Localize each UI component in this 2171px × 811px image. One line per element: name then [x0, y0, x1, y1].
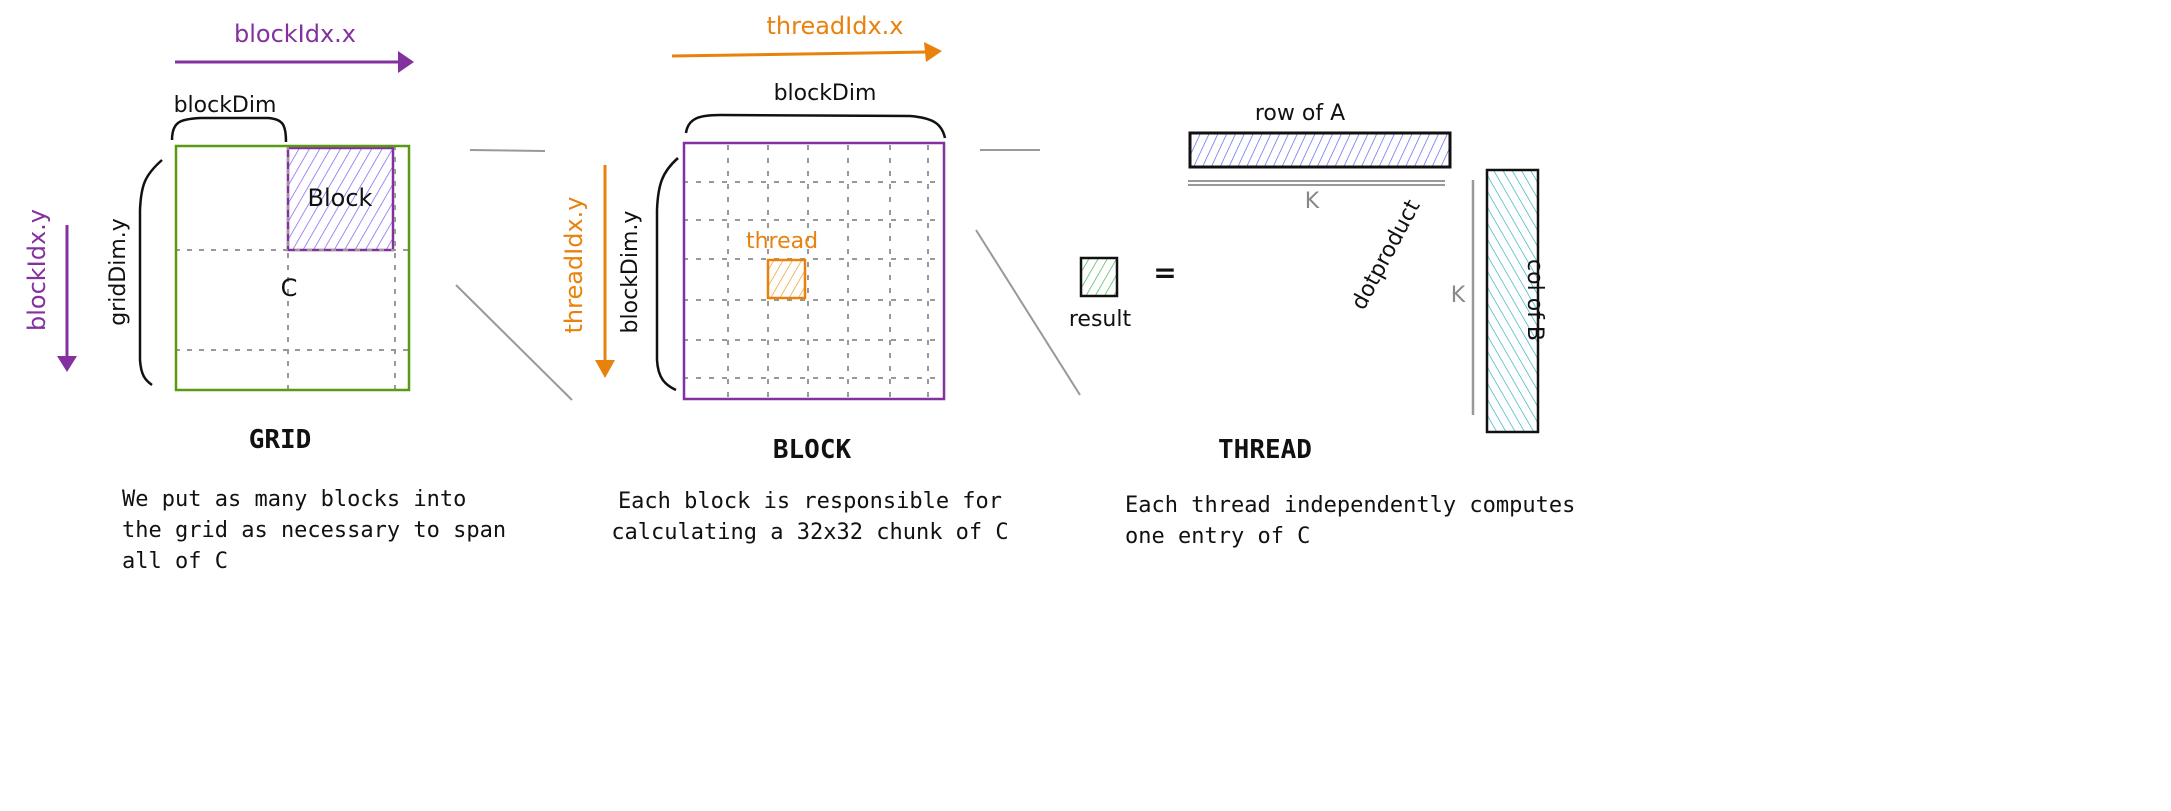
block-blockdim-brace [684, 113, 947, 139]
grid-section: blockIdx.x blockIdx.y blockDim gridDim.y… [23, 20, 573, 455]
matrix-c-label: C [281, 274, 298, 302]
threadidx-x-label: threadIdx.x [766, 12, 903, 40]
matrix-c-border [174, 144, 411, 392]
caption-line: Each block is responsible for [617, 489, 1003, 514]
griddim-brace [138, 159, 163, 387]
caption-line: the grid as necessary to span [122, 518, 507, 543]
block-border [682, 141, 946, 401]
blockidx-y-arrow [57, 225, 77, 372]
griddim-y-label: gridDim.y [106, 218, 131, 326]
blockidx-x-arrow [175, 51, 414, 73]
zoom-lines-2 [975, 149, 1081, 396]
grid-caption: We put as many blocks into the grid as n… [122, 484, 506, 577]
k-col-label: K [1451, 283, 1466, 308]
blockdim-y-label: blockDim.y [618, 211, 643, 334]
col-of-b-label: col of B [1522, 259, 1547, 341]
threadidx-x-arrow [671, 42, 942, 62]
block-section: threadIdx.x threadIdx.y blockDim blockDi… [560, 12, 1081, 465]
block-cell [286, 146, 395, 252]
block-blockdim-label: blockDim [774, 81, 877, 106]
equals-sign: = [1153, 256, 1176, 289]
result-label: result [1069, 307, 1132, 332]
blockidx-y-label: blockIdx.y [23, 209, 51, 331]
blockidx-x-label: blockIdx.x [234, 20, 356, 48]
thread-grid-dividers [683, 145, 945, 398]
block-label: Block [308, 184, 373, 212]
caption-line: one entry of C [1125, 524, 1311, 549]
threadidx-y-label: threadIdx.y [560, 196, 588, 333]
zoom-lines-1 [455, 149, 573, 401]
grid-blockdim-label: blockDim [174, 93, 277, 118]
block-caption: Each block is responsible for calculatin… [610, 486, 1010, 548]
thread-caption: Each thread independently computes one e… [1125, 490, 1575, 552]
block-title: BLOCK [773, 435, 852, 465]
k-row-line [1188, 180, 1445, 186]
blockdim-y-brace [655, 157, 679, 392]
thread-title: THREAD [1218, 435, 1312, 465]
thread-cell [766, 258, 807, 300]
row-of-a-label: row of A [1255, 101, 1345, 126]
caption-line: Each thread independently computes [1125, 493, 1576, 518]
grid-dividers [175, 145, 410, 390]
thread-section: = result row of A K dotproduct K col of … [1069, 101, 1547, 465]
thread-label: thread [746, 229, 818, 254]
col-of-b-bar [1485, 168, 1540, 434]
blockdim-brace [170, 116, 288, 143]
caption-line: calculating a 32x32 chunk of C [611, 520, 1009, 545]
result-cell [1079, 256, 1119, 298]
caption-line: all of C [122, 549, 228, 574]
threadidx-y-arrow [595, 165, 615, 378]
caption-line: We put as many blocks into [122, 487, 467, 512]
k-row-label: K [1305, 189, 1320, 214]
dotproduct-label: dotproduct [1347, 195, 1426, 314]
grid-title: GRID [249, 425, 312, 455]
row-of-a-bar [1188, 131, 1452, 169]
